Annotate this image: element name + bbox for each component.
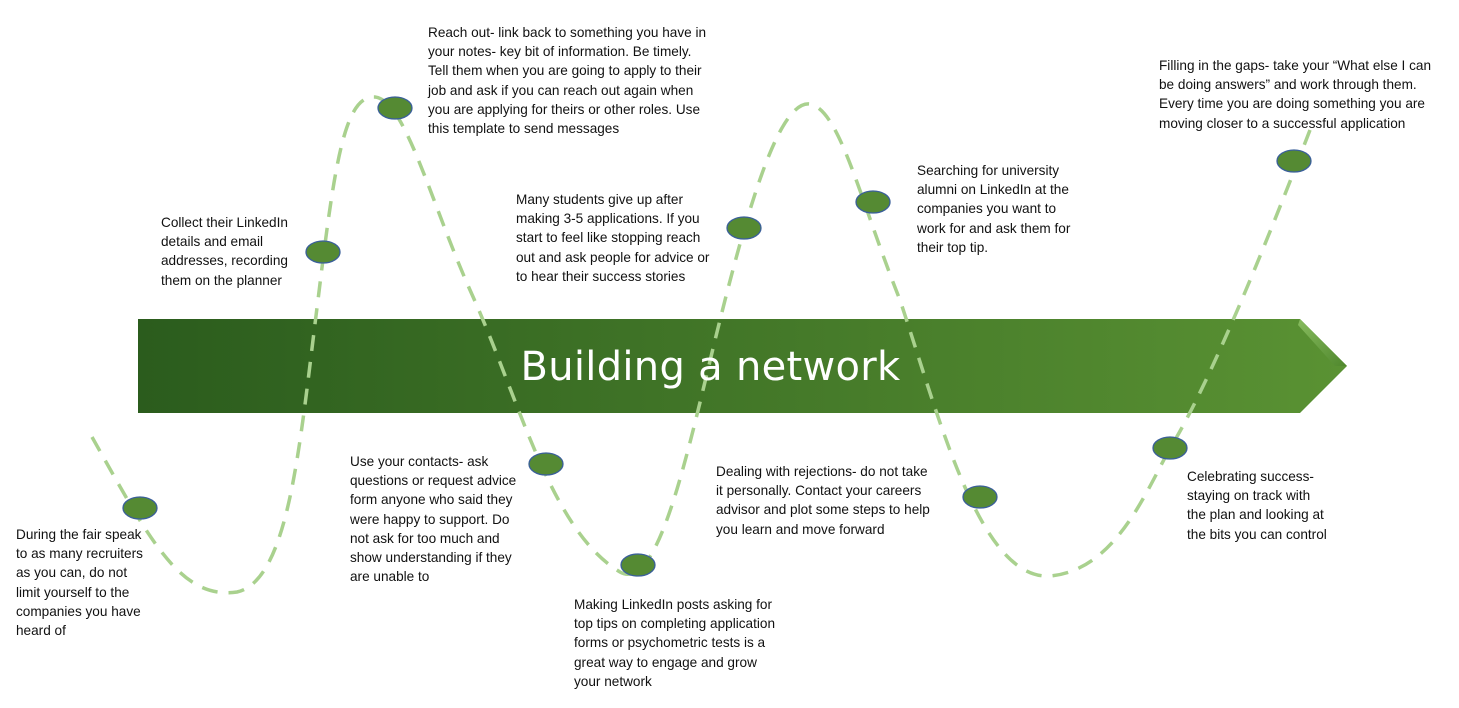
arrow-tip-highlight xyxy=(1298,319,1347,366)
note-give-up: Many students give up after making 3-5 a… xyxy=(516,192,710,284)
marker-use-contacts xyxy=(528,452,564,476)
marker-celebrating xyxy=(1152,436,1188,460)
diagram-title: Building a network xyxy=(520,343,901,390)
marker-gaps xyxy=(1276,149,1312,173)
note-use-contacts: Use your contacts- ask questions or requ… xyxy=(350,454,517,585)
marker-rejections xyxy=(962,485,998,509)
marker-reach-out xyxy=(377,96,413,120)
note-fair: During the fair speak to as many recruit… xyxy=(16,527,143,639)
marker-alumni xyxy=(855,190,891,214)
note-gaps: Filling in the gaps- take your “What els… xyxy=(1159,58,1432,131)
marker-fair xyxy=(122,496,158,520)
note-reach-out: Reach out- link back to something you ha… xyxy=(428,25,707,137)
note-rejections: Dealing with rejections- do not take it … xyxy=(716,464,930,537)
markers xyxy=(122,96,1312,577)
note-alumni: Searching for university alumni on Linke… xyxy=(917,163,1071,255)
timeline-arrow xyxy=(138,319,1347,413)
note-celebrating: Celebrating success- staying on track wi… xyxy=(1187,469,1327,542)
arrow-body xyxy=(138,319,1347,413)
marker-give-up xyxy=(726,216,762,240)
note-collect: Collect their LinkedIn details and email… xyxy=(161,215,288,288)
dashed-journey-path xyxy=(90,95,1312,595)
marker-collect xyxy=(305,240,341,264)
note-posts: Making LinkedIn posts asking for top tip… xyxy=(574,597,776,689)
marker-posts xyxy=(620,553,656,577)
